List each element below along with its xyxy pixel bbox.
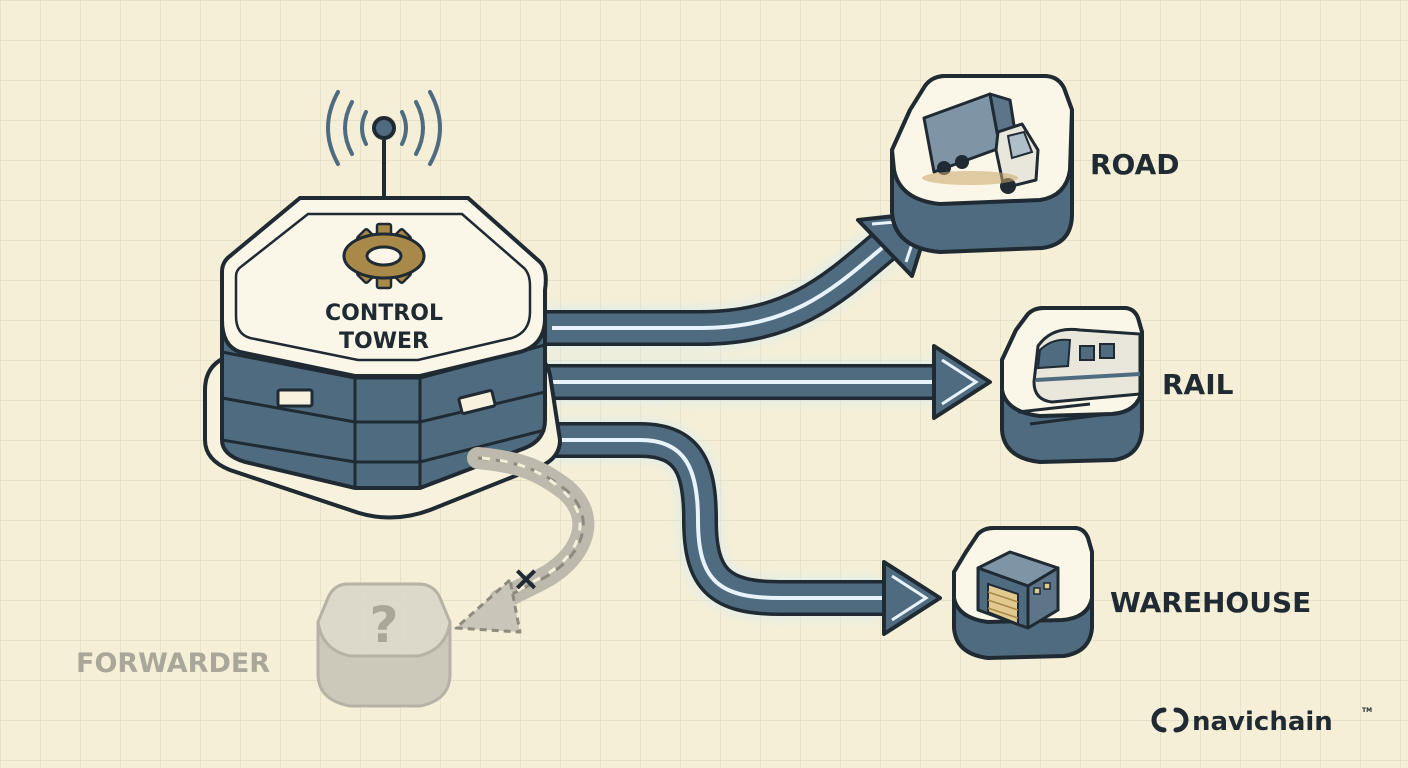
hub-label-line1: CONTROL bbox=[325, 301, 443, 326]
warehouse-label: WAREHOUSE bbox=[1110, 586, 1311, 619]
forwarder-bypass-path: × bbox=[454, 447, 595, 634]
hub-top-inner-rim bbox=[234, 212, 532, 362]
road-node bbox=[889, 74, 1075, 255]
hub-window-right bbox=[457, 389, 497, 415]
forwarder-node: ? bbox=[316, 582, 452, 708]
road-label: ROAD bbox=[1090, 148, 1180, 181]
flow-arrow-warehouse bbox=[520, 422, 942, 636]
train-icon bbox=[1017, 327, 1142, 426]
rail-node bbox=[1000, 306, 1144, 465]
navichain-logo-icon bbox=[1151, 707, 1189, 733]
warehouse-icon bbox=[976, 550, 1060, 630]
signal-waves-icon bbox=[326, 90, 442, 166]
flow-arrow-rail bbox=[540, 344, 992, 420]
gear-icon bbox=[342, 222, 426, 290]
hub-window-left bbox=[276, 388, 314, 408]
control-tower-hub: CONTROL TOWER bbox=[203, 90, 563, 520]
unknown-question-icon: ? bbox=[369, 596, 398, 654]
hub-label-line2: TOWER bbox=[339, 329, 429, 354]
antenna-tip bbox=[372, 116, 396, 140]
brand-name: navichain bbox=[1192, 707, 1333, 737]
forwarder-label: FORWARDER bbox=[76, 648, 270, 679]
warehouse-node bbox=[952, 526, 1094, 661]
blocked-x-icon: × bbox=[512, 559, 541, 599]
rail-label: RAIL bbox=[1162, 368, 1234, 401]
truck-icon bbox=[922, 92, 1040, 194]
brand-trademark: TM bbox=[1362, 707, 1372, 714]
